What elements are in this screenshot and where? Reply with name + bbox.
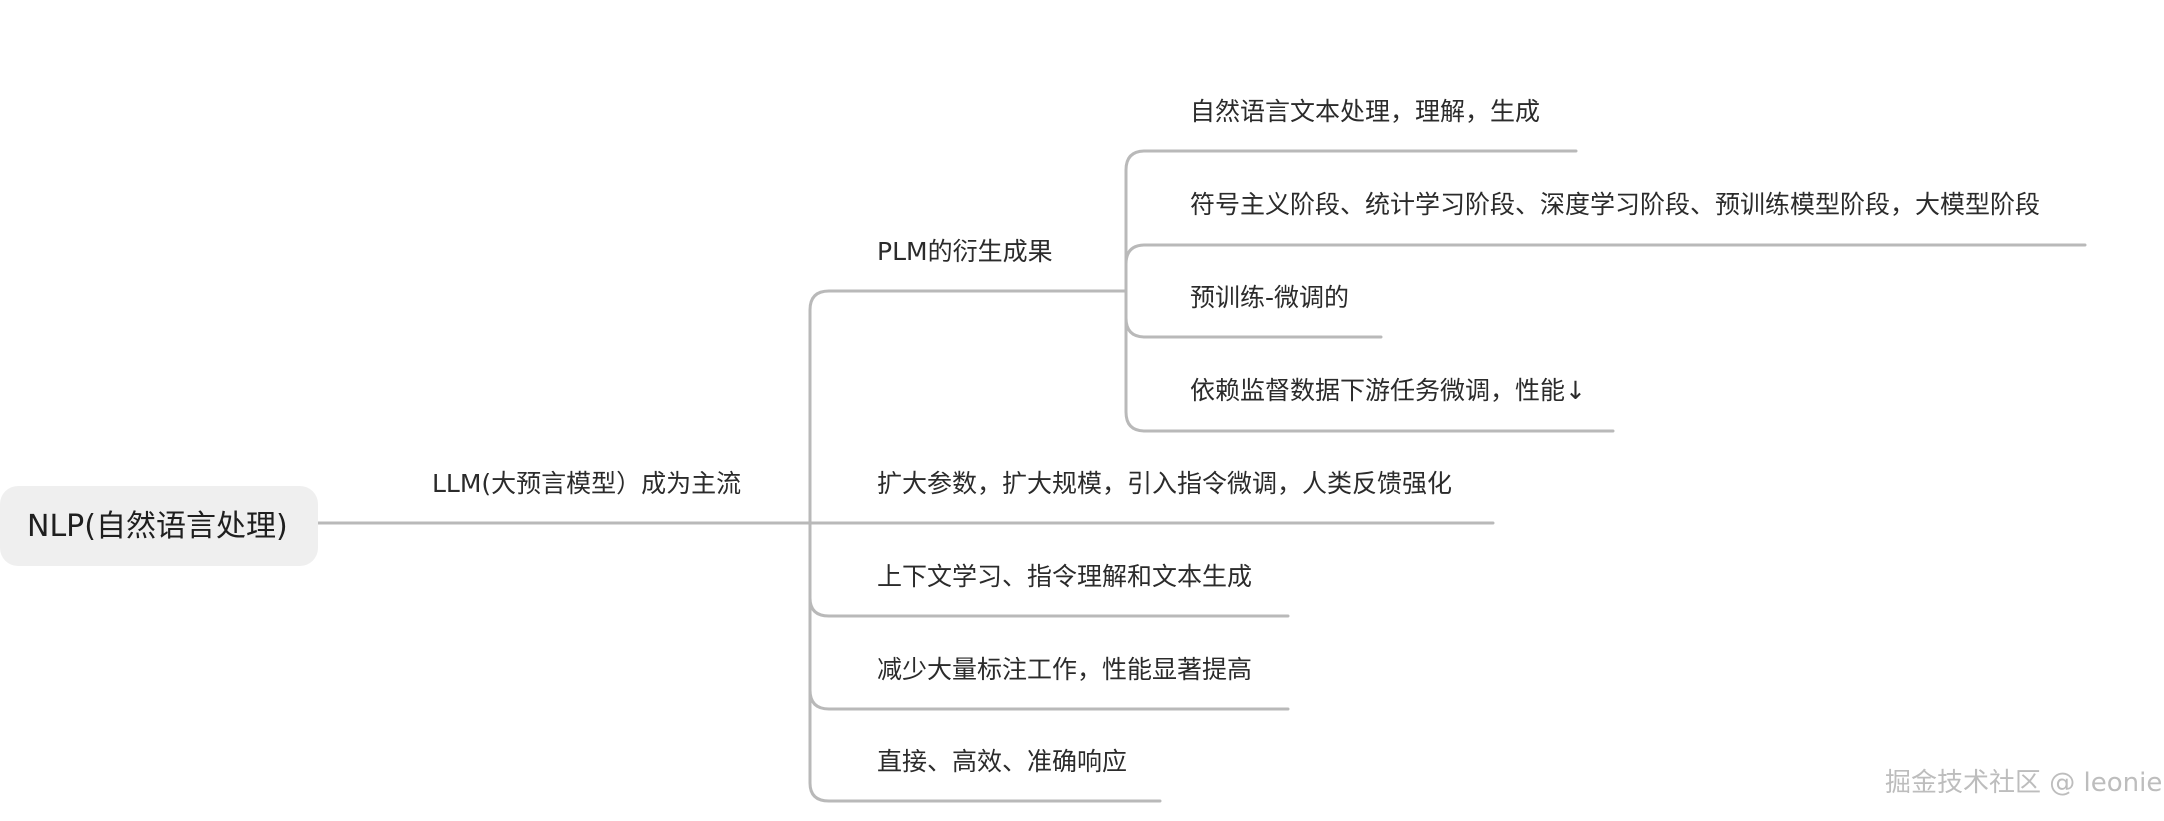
connector-plm-child-4: [1124, 289, 1615, 433]
plm-child-4[interactable]: 依赖监督数据下游任务微调，性能↓: [1190, 376, 1586, 405]
connector-plm-child-2: [1124, 243, 2087, 293]
llm-node[interactable]: LLM(大预言模型）成为主流: [432, 469, 742, 498]
leaf-4[interactable]: 直接、高效、准确响应: [877, 747, 1128, 776]
plm-child-3[interactable]: 预训练-微调的: [1190, 283, 1350, 312]
leaf-2[interactable]: 上下文学习、指令理解和文本生成: [877, 562, 1253, 591]
root-label: NLP(自然语言处理): [27, 509, 288, 544]
watermark: 掘金技术社区 @ leonie: [1885, 768, 2163, 798]
leaf-1[interactable]: 扩大参数，扩大规模，引入指令微调，人类反馈强化: [877, 469, 1453, 498]
connector-plm: [808, 289, 1082, 525]
plm-child-1[interactable]: 自然语言文本处理，理解，生成: [1190, 97, 1541, 126]
leaf-3[interactable]: 减少大量标注工作，性能显著提高: [877, 655, 1253, 684]
connector-plm-child-1: [1124, 149, 1578, 293]
root-node[interactable]: NLP(自然语言处理): [0, 486, 318, 566]
connector-leaf-4: [808, 521, 1162, 803]
plm-node[interactable]: PLM的衍生成果: [877, 237, 1053, 266]
plm-child-2[interactable]: 符号主义阶段、统计学习阶段、深度学习阶段、预训练模型阶段，大模型阶段: [1190, 190, 2041, 219]
